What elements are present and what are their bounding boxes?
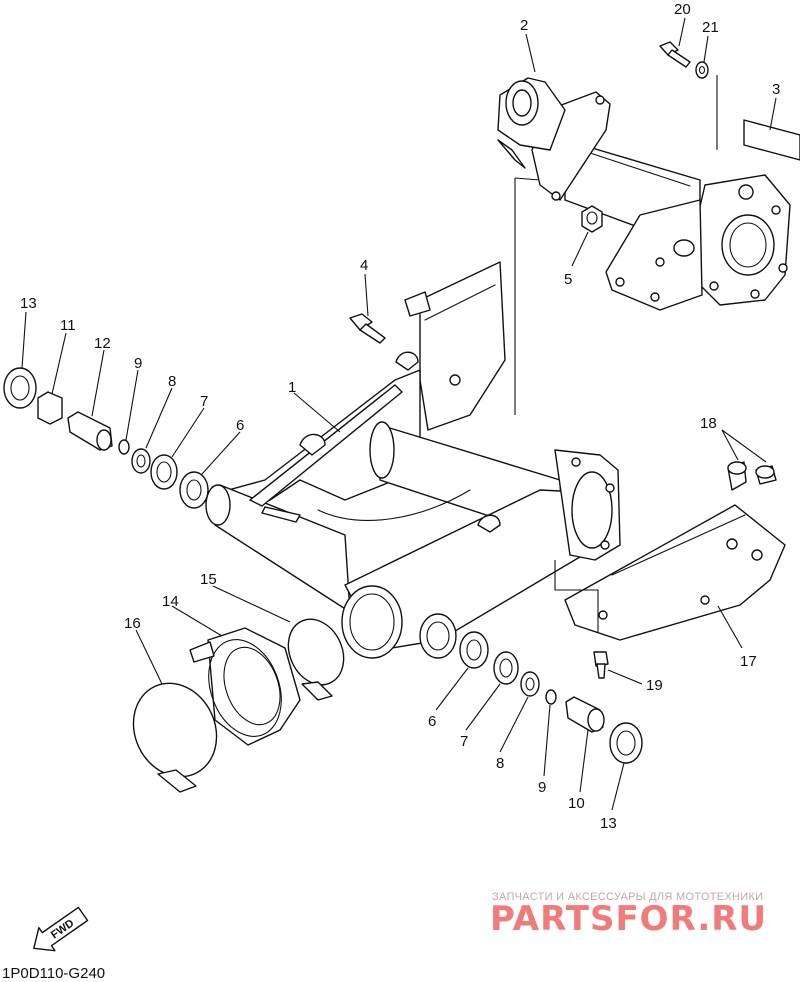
fwd-arrow-icon: FWD xyxy=(33,906,89,952)
bearing-part-6-left xyxy=(179,471,209,509)
washer-part-21 xyxy=(695,61,709,79)
label-part-17: 17 xyxy=(740,653,757,670)
watermark-subtitle: ЗАПЧАСТИ И АКСЕССУАРЫ ДЛЯ МОТОТЕХНИКИ xyxy=(492,891,763,903)
leader-lines xyxy=(21,17,777,811)
grommets-part-18 xyxy=(727,461,777,491)
label-part-14: 14 xyxy=(162,593,179,610)
diagram-code: 1P0D110-G240 xyxy=(2,965,105,982)
watermark-brand: PARTSFOR.RU xyxy=(490,899,767,939)
swingarm-part-1 xyxy=(205,261,621,659)
label-part-11: 11 xyxy=(60,317,76,334)
label-part-12: 12 xyxy=(94,335,111,352)
cap-part-13-left xyxy=(3,367,37,409)
label-part-10: 10 xyxy=(568,795,585,812)
label-part-7-left: 7 xyxy=(200,393,208,410)
label-part-9-left: 9 xyxy=(134,355,142,372)
label-part-8-left: 8 xyxy=(168,373,176,390)
label-part-20: 20 xyxy=(674,1,691,18)
boot-part-14 xyxy=(207,627,301,746)
label-part-1: 1 xyxy=(288,379,296,396)
label-part-16: 16 xyxy=(124,615,141,632)
label-part-2: 2 xyxy=(520,17,528,34)
bearing-part-6-right xyxy=(459,631,489,669)
bolt-part-20 xyxy=(659,41,691,68)
watermark: ЗАПЧАСТИ И АКСЕССУАРЫ ДЛЯ МОТОТЕХНИКИ PA… xyxy=(490,891,767,939)
axle-housing-part-2 xyxy=(497,75,791,415)
label-part-8-right: 8 xyxy=(496,755,504,772)
shim-part-3 xyxy=(743,119,800,161)
label-part-13-left: 13 xyxy=(20,295,37,312)
bolt-part-4 xyxy=(349,313,386,344)
label-part-5: 5 xyxy=(564,271,572,288)
nut-part-5 xyxy=(581,205,603,233)
seal-part-7-left xyxy=(150,454,178,490)
pivot-parts-left xyxy=(3,367,209,509)
label-part-9-right: 9 xyxy=(538,779,546,796)
band-clamp-part-16 xyxy=(132,682,218,778)
collar-part-8-right xyxy=(520,671,540,697)
label-part-15: 15 xyxy=(200,571,217,588)
oring-part-9-left xyxy=(118,439,130,455)
cap-part-13-right xyxy=(609,722,643,764)
band-clamp-part-15 xyxy=(287,618,345,686)
label-part-6-left: 6 xyxy=(236,417,244,434)
pivot-parts-right xyxy=(459,631,643,764)
bolt-part-19 xyxy=(593,651,609,679)
label-part-7-right: 7 xyxy=(460,733,468,750)
label-part-21: 21 xyxy=(702,19,719,36)
label-part-3: 3 xyxy=(772,81,780,98)
seal-part-7-right xyxy=(493,651,519,685)
boot-and-clamps xyxy=(132,618,345,793)
label-part-4: 4 xyxy=(360,257,368,274)
label-part-19: 19 xyxy=(646,677,663,694)
oring-part-9-right xyxy=(545,689,557,705)
guard-plate-part-17 xyxy=(554,504,786,641)
collar-part-8-left xyxy=(131,448,151,474)
label-part-13-right: 13 xyxy=(600,815,617,832)
label-part-18: 18 xyxy=(700,415,717,432)
part-number-labels: 2 20 21 3 4 5 1 13 11 12 9 8 7 6 18 15 1… xyxy=(20,1,780,832)
label-part-6-right: 6 xyxy=(428,713,436,730)
nut-part-11 xyxy=(37,391,63,425)
